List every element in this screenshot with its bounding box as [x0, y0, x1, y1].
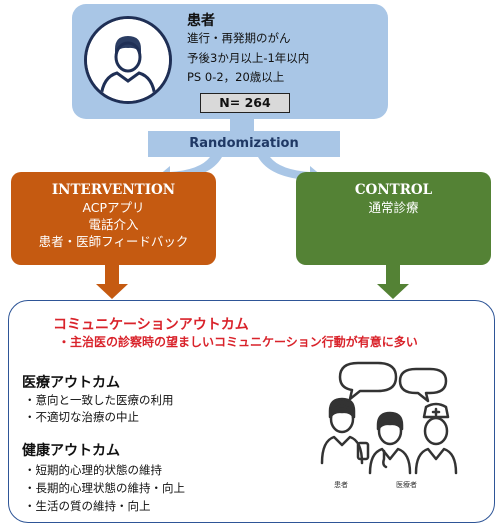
down-connector	[230, 119, 254, 132]
randomization-label: Randomization	[189, 136, 299, 151]
control-title: CONTROL	[354, 182, 433, 198]
intervention-box: INTERVENTION ACPアプリ 電話介入 患者・医師フィードバック	[11, 172, 216, 265]
control-box: CONTROL 通常診療	[296, 172, 491, 265]
intervention-title: INTERVENTION	[51, 182, 176, 198]
patient-avatar-icon	[84, 16, 172, 104]
medical-outcome-item-1: ・意向と一致した医療の利用	[24, 393, 174, 407]
randomization-bar	[148, 131, 340, 157]
patient-criterion-1: 進行・再発期のがん	[187, 31, 291, 45]
intervention-item-3: 患者・医師フィードバック	[38, 234, 189, 249]
medical-outcome-title: 医療アウトカム	[22, 375, 120, 391]
control-down-arrow	[377, 265, 409, 299]
communication-outcome-title: コミュニケーションアウトカム	[53, 317, 249, 333]
figure-label-doctor: 医療者	[396, 480, 417, 489]
outcomes-box	[8, 300, 495, 523]
patient-criterion-3: PS 0-2，20歳以上	[187, 70, 285, 84]
sample-size-badge: N= 264	[200, 93, 290, 113]
health-outcome-title: 健康アウトカム	[22, 443, 120, 459]
health-outcome-item-3: ・生活の質の維持・向上	[24, 499, 151, 513]
control-item-1: 通常診療	[368, 200, 419, 215]
figure-label-patient: 患者	[334, 480, 348, 489]
communication-outcome-item: ・主治医の診察時の望ましいコミュニケーション行動が有意に多い	[58, 335, 418, 349]
communication-people-icon: 患者 医療者	[320, 361, 458, 489]
medical-outcome-item-2: ・不適切な治療の中止	[24, 410, 139, 424]
patient-title: 患者	[187, 13, 215, 29]
intervention-item-2: 電話介入	[88, 217, 139, 232]
health-outcome-item-1: ・短期的心理的状態の維持	[24, 463, 162, 477]
patient-criterion-2: 予後3か月以上-1年以内	[187, 51, 310, 65]
intervention-down-arrow	[96, 265, 128, 299]
intervention-item-1: ACPアプリ	[82, 200, 145, 215]
health-outcome-item-2: ・長期的心理状態の維持・向上	[24, 481, 185, 495]
